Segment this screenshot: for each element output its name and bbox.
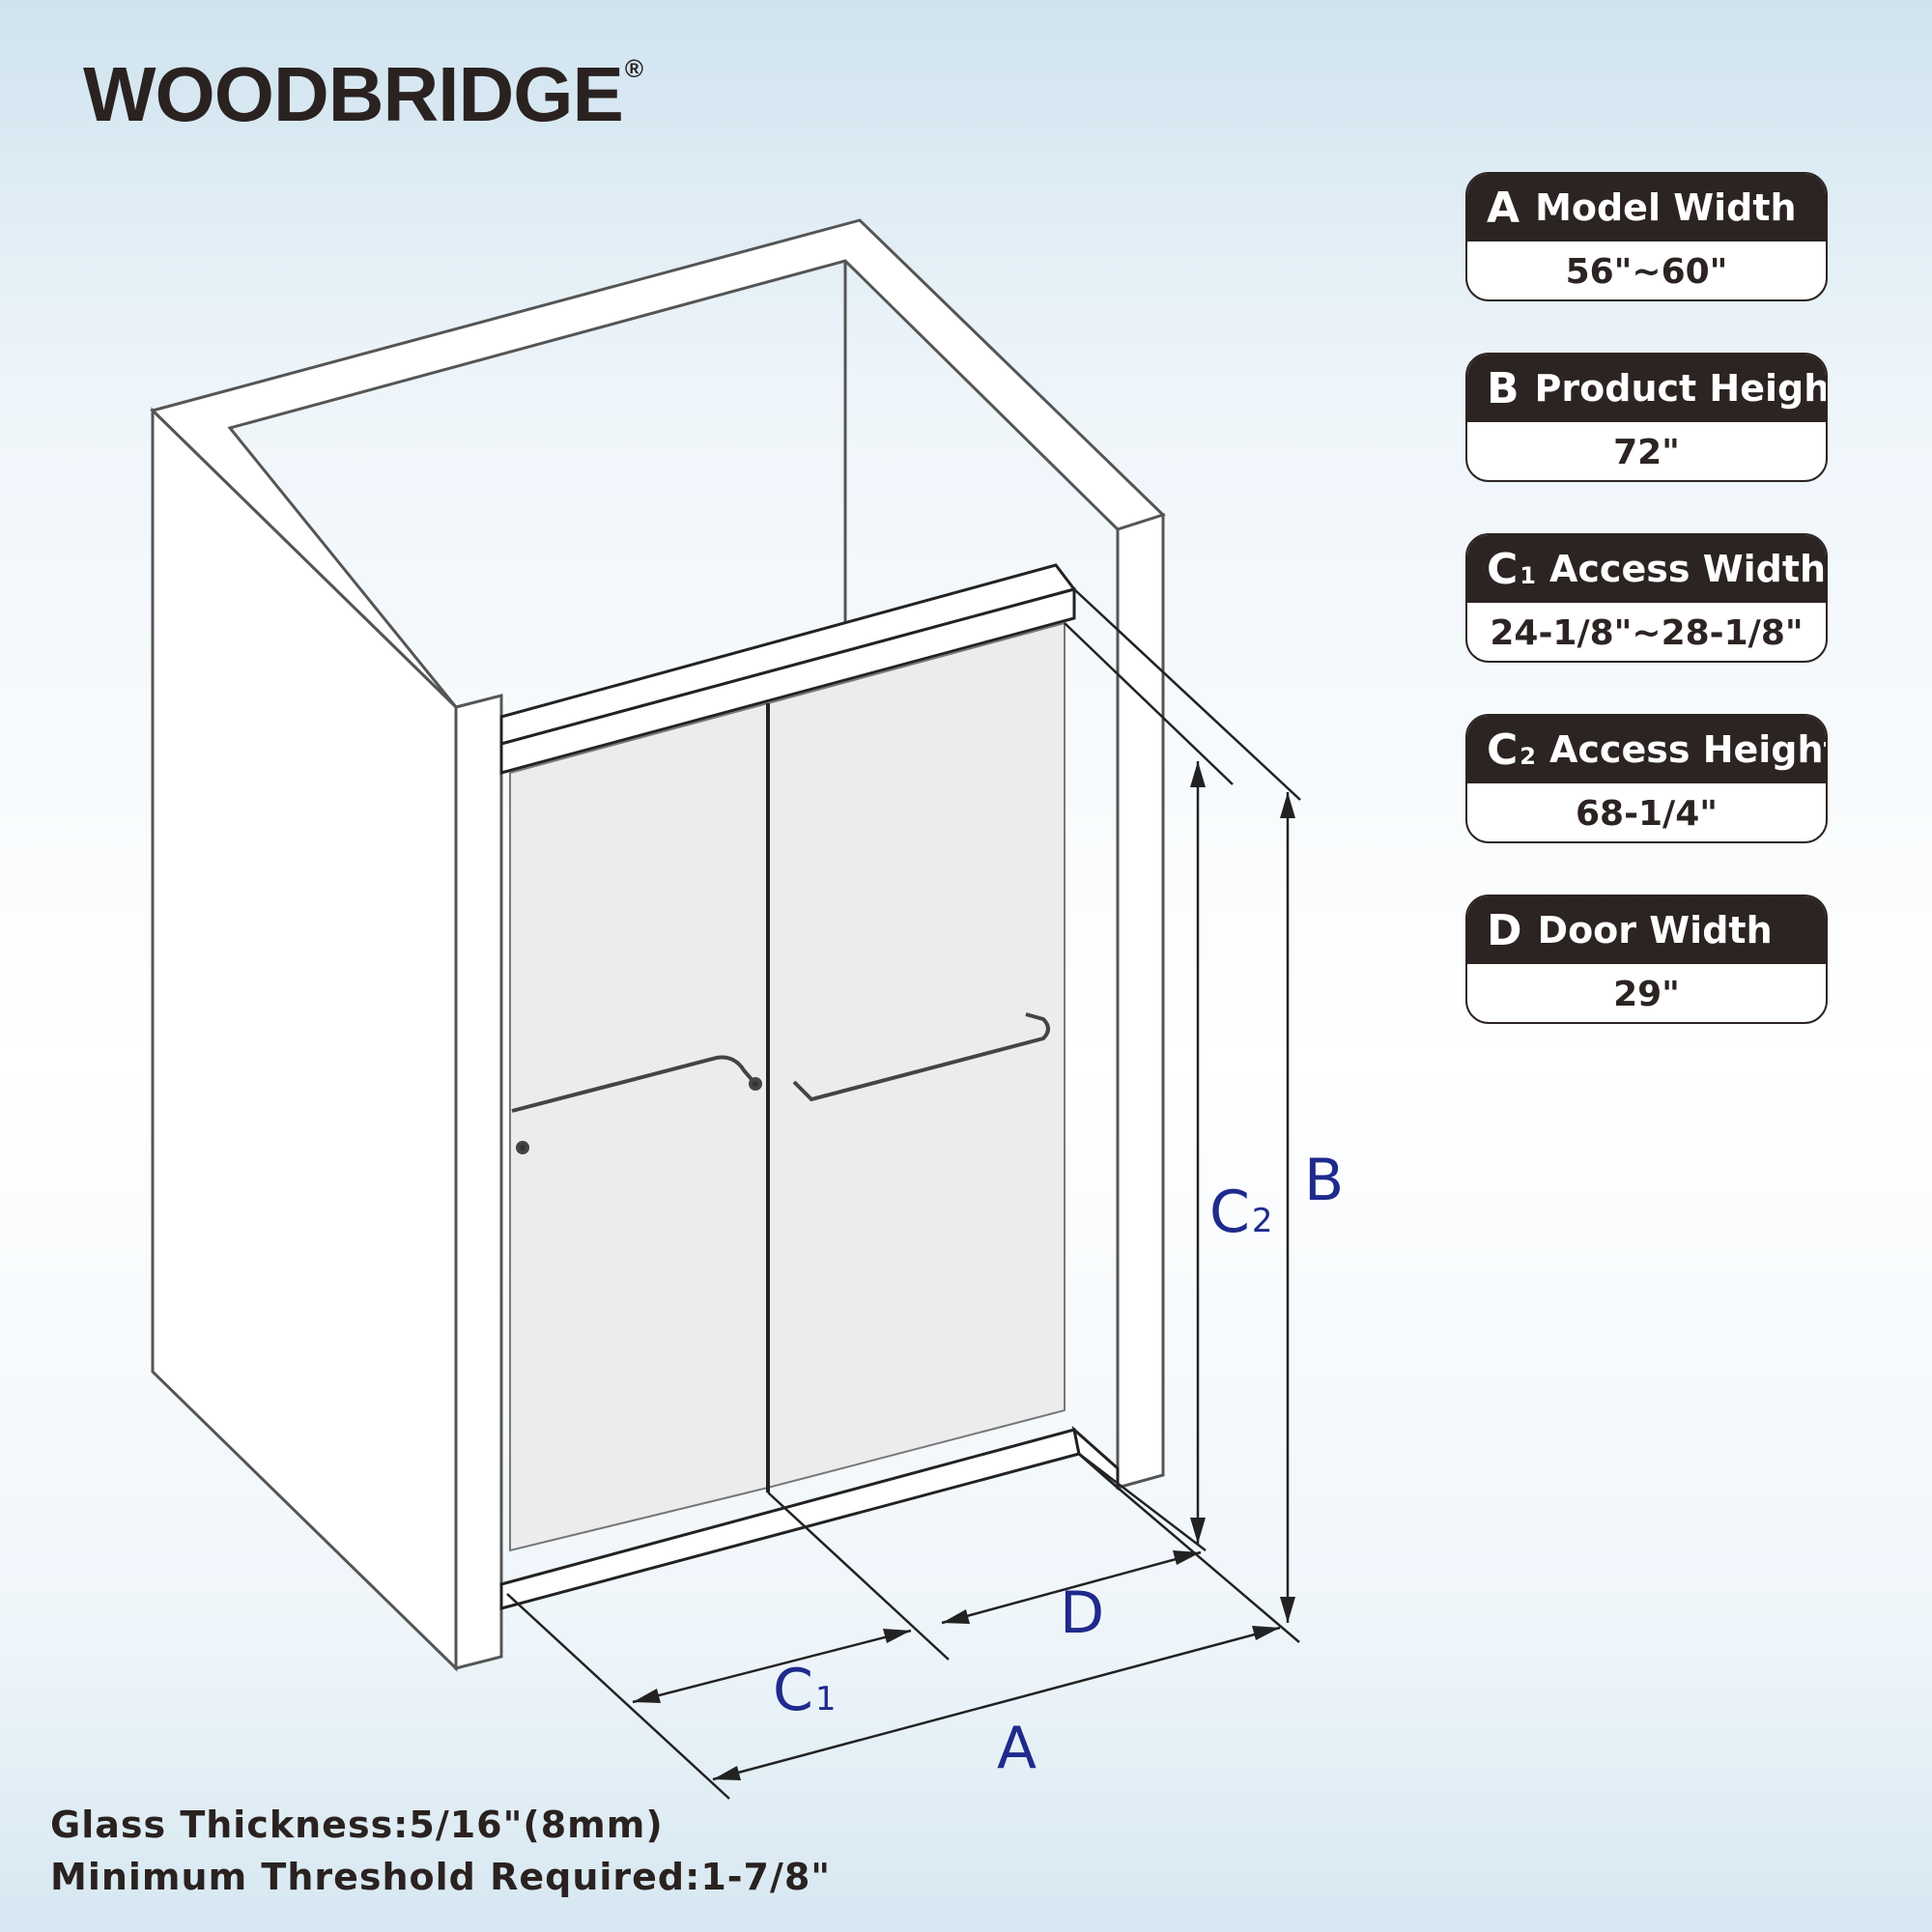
extension-bottom-b bbox=[1117, 1487, 1300, 1643]
dim-letter-b: B bbox=[1304, 1147, 1345, 1214]
brand-logo: WOODBRIDGE® bbox=[83, 54, 643, 133]
spec-value: 56"~60" bbox=[1565, 251, 1728, 292]
c2-arrow-bottom bbox=[1190, 1518, 1206, 1544]
spec-header: A Model Width bbox=[1467, 174, 1826, 242]
spec-header: B Product Heigh bbox=[1467, 355, 1826, 422]
glass-thickness-note: Glass Thickness:5/16"(8mm) bbox=[50, 1804, 664, 1846]
spec-letter: B bbox=[1487, 364, 1521, 413]
spec-header: D Door Width bbox=[1467, 896, 1826, 964]
spec-letter-text: A bbox=[1487, 183, 1520, 233]
glass-panel-left bbox=[509, 701, 769, 1552]
spec-card-door-width: D Door Width 29" bbox=[1465, 895, 1828, 1024]
spec-header: C1 Access Width bbox=[1467, 535, 1826, 603]
spec-letter-text: D bbox=[1487, 905, 1522, 955]
c1-arrow-right bbox=[883, 1629, 911, 1643]
notes: Glass Thickness:5/16"(8mm) Minimum Thres… bbox=[50, 1799, 831, 1903]
towel-bar-right bbox=[792, 1012, 1050, 1102]
brand-name: WOODBRIDGE bbox=[83, 51, 624, 137]
spec-letter: D bbox=[1487, 906, 1524, 955]
spec-letter-text: B bbox=[1487, 363, 1520, 413]
dim-label-d: D bbox=[1060, 1584, 1104, 1642]
dim-sub-c2: 2 bbox=[1251, 1202, 1273, 1240]
dim-label-a: A bbox=[997, 1719, 1037, 1777]
dim-letter-c1: C bbox=[773, 1657, 813, 1724]
bar-mount-left bbox=[516, 1141, 529, 1154]
spec-value: 68-1/4" bbox=[1575, 793, 1719, 834]
d-arrow-left bbox=[942, 1609, 970, 1624]
spec-card-access-height: C2 Access Height 68-1/4" bbox=[1465, 714, 1828, 843]
left-wall-outer bbox=[151, 407, 458, 1672]
c2-arrow-top bbox=[1190, 761, 1206, 787]
spec-card-access-width: C1 Access Width 24-1/8"~28-1/8" bbox=[1465, 533, 1828, 663]
a-dimension-line bbox=[712, 1626, 1281, 1781]
spec-card-model-width: A Model Width 56"~60" bbox=[1465, 172, 1828, 301]
c1-dimension-line bbox=[632, 1629, 912, 1704]
spec-value: 29" bbox=[1613, 974, 1680, 1014]
extension-top-b bbox=[1073, 588, 1301, 801]
spec-label: Access Width bbox=[1549, 548, 1826, 590]
wall-top bbox=[150, 218, 1166, 709]
towel-bar-left bbox=[511, 1055, 757, 1113]
dim-letter-d: D bbox=[1060, 1579, 1105, 1647]
dimension-lines bbox=[506, 588, 1301, 1800]
towel-bars bbox=[511, 1012, 1050, 1154]
spec-card-product-height: B Product Heigh 72" bbox=[1465, 353, 1828, 482]
spec-label: Access Height bbox=[1549, 728, 1826, 771]
dimension-arrows bbox=[633, 761, 1295, 1780]
spec-letter: C2 bbox=[1487, 725, 1536, 775]
spec-letter: C1 bbox=[1487, 545, 1536, 594]
dim-label-c1: C1 bbox=[773, 1662, 837, 1719]
extension-bottom-c2 bbox=[1078, 1453, 1207, 1551]
dim-label-c2: C2 bbox=[1209, 1183, 1273, 1241]
dim-sub-c1: 1 bbox=[814, 1680, 837, 1719]
a-arrow-right bbox=[1252, 1626, 1280, 1640]
spec-value: 72" bbox=[1613, 432, 1680, 472]
spec-letter-sub: 1 bbox=[1520, 561, 1536, 589]
b-arrow-top bbox=[1280, 792, 1295, 818]
spec-letter-text: C bbox=[1487, 544, 1519, 594]
extension-left-a bbox=[506, 1593, 730, 1800]
d-dimension-line bbox=[941, 1550, 1202, 1625]
dim-label-b: B bbox=[1304, 1151, 1344, 1209]
spec-label: Model Width bbox=[1535, 186, 1797, 229]
threshold-note: Minimum Threshold Required:1-7/8" bbox=[50, 1856, 832, 1898]
spec-value: 24-1/8"~28-1/8" bbox=[1490, 612, 1804, 653]
door-frame bbox=[499, 563, 1120, 1610]
top-track bbox=[499, 587, 1076, 775]
glass-panel-right bbox=[767, 621, 1065, 1490]
spec-letter-text: C bbox=[1487, 724, 1519, 775]
extension-top-c2 bbox=[1064, 622, 1234, 785]
spec-label: Product Heigh bbox=[1534, 367, 1826, 410]
spec-header: C2 Access Height bbox=[1467, 716, 1826, 783]
registered-mark: ® bbox=[624, 54, 643, 83]
left-wall-front bbox=[454, 694, 503, 1670]
bar-mount-right bbox=[749, 1077, 762, 1091]
a-arrow-left bbox=[713, 1766, 741, 1780]
c1-arrow-left bbox=[633, 1689, 661, 1703]
dim-letter-a: A bbox=[997, 1715, 1037, 1782]
dim-letter-c2: C bbox=[1209, 1179, 1250, 1246]
d-arrow-right bbox=[1173, 1550, 1201, 1565]
wall-enclosure bbox=[150, 218, 1166, 1672]
spec-letter-sub: 2 bbox=[1520, 742, 1536, 770]
right-wall-front bbox=[1116, 512, 1165, 1490]
b-arrow-bottom bbox=[1280, 1597, 1295, 1623]
spec-letter: A bbox=[1487, 184, 1521, 233]
spec-label: Door Width bbox=[1537, 909, 1773, 952]
extension-mid-d bbox=[767, 1492, 950, 1661]
